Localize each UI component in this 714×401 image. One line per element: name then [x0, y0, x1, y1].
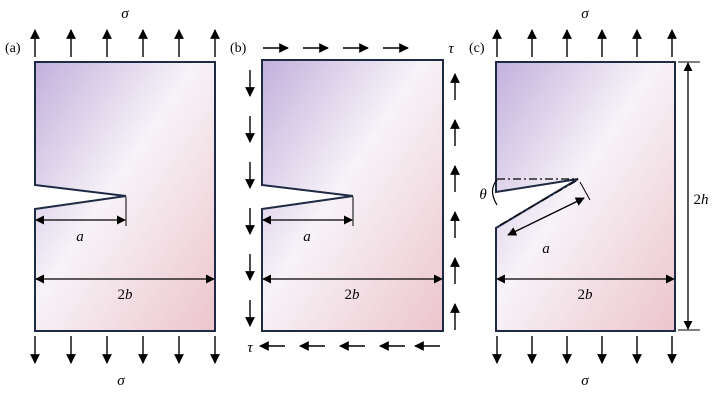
panel-a-plate: [34, 61, 216, 332]
panel-a-bottom-sigma: σ: [117, 373, 125, 389]
panel-c-bottom-arrows: [492, 336, 677, 364]
panel-c-top-arrows: [492, 29, 677, 57]
panel-a-bottom-arrows: [30, 336, 220, 364]
panel-a: (a) σ a 2b σ: [5, 6, 220, 389]
panel-c-crack-length: a: [542, 241, 550, 257]
panel-a-top-sigma: σ: [121, 6, 129, 22]
panel-b-bottom-tau: τ: [247, 340, 253, 356]
panel-c-crack-axis: [499, 179, 579, 226]
panel-a-tag: (a): [5, 41, 21, 56]
panel-c-plate: [495, 61, 676, 332]
panel-c-tag: (c): [469, 41, 485, 56]
panel-b-tag: (b): [230, 41, 247, 56]
panel-b-top-tau: τ: [448, 41, 454, 57]
panel-b: (b) τ a 2b τ: [230, 41, 460, 356]
panel-b-plate: [261, 59, 444, 332]
panel-a-top-arrows: [30, 29, 220, 57]
panel-c-top-sigma: σ: [581, 6, 589, 22]
panel-c-angle-label: θ: [479, 187, 487, 203]
panel-c-width-label: 2b: [578, 287, 594, 303]
panel-b-width-label: 2b: [345, 287, 361, 303]
panel-c-crack-dim-arrow: [507, 197, 585, 236]
panel-a-crack-length: a: [76, 229, 84, 245]
panel-c-angle-arc: [491, 179, 498, 206]
panel-c-bottom-sigma: σ: [581, 373, 589, 389]
panel-c-height-label: 2h: [694, 192, 709, 208]
panel-a-width-label: 2b: [118, 287, 134, 303]
panel-c: (c) σ θ a 2b 2h σ: [469, 6, 709, 389]
panel-b-crack-length: a: [303, 229, 311, 245]
